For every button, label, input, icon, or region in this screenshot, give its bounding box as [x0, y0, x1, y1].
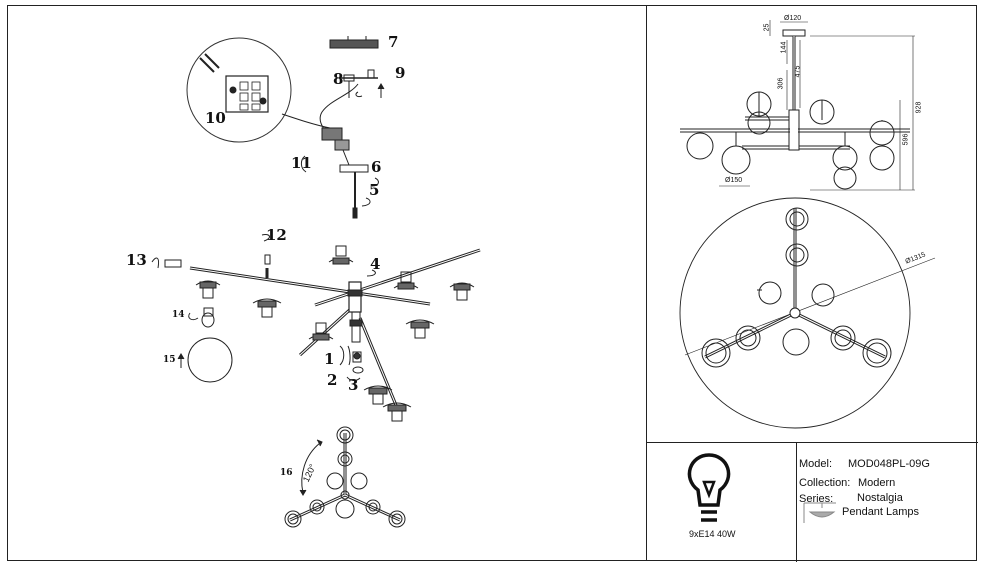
dim-canopy-diameter: Ø120: [784, 15, 802, 22]
callout-15: 15: [163, 355, 176, 365]
category-value: Pendant Lamps: [842, 506, 920, 518]
collection-label: Collection:: [799, 477, 851, 489]
dim-total-height: 928: [915, 101, 923, 114]
callout-6: 6: [371, 158, 382, 176]
model-value: MOD048PL-09G: [848, 458, 930, 470]
series-label: Series:: [799, 493, 834, 505]
exploded-assembly: [151, 36, 481, 422]
collection-value: Modern: [858, 477, 896, 489]
pendant-lamp-icon: [803, 502, 836, 523]
bulb-icon: [687, 453, 731, 522]
callout-8: 8: [333, 70, 344, 88]
dim-body-height: 596: [902, 133, 910, 146]
dim-rod-low: 306: [777, 77, 785, 90]
model-label: Model:: [799, 458, 833, 470]
callout-9: 9: [395, 64, 406, 82]
callout-4: 4: [370, 255, 381, 273]
dim-rod-mid: 475: [794, 65, 802, 78]
callout-13: 13: [126, 251, 147, 269]
rotation-top-view: [284, 426, 406, 528]
drawing-sheet: [7, 5, 978, 562]
callout-14: 14: [172, 310, 185, 320]
dim-canopy-height: 25: [763, 23, 771, 32]
info-divider: [796, 442, 798, 562]
callout-11: 11: [291, 154, 312, 172]
side-view: [680, 20, 915, 191]
bulb-spec: 9xE14 40W: [689, 529, 736, 539]
callout-7: 7: [388, 33, 399, 51]
series-value: Nostalgia: [857, 492, 903, 504]
callout-16: 16: [280, 468, 293, 478]
dim-globe-diameter: Ø150: [725, 177, 743, 184]
plan-view: [679, 197, 936, 429]
callout-2: 2: [327, 371, 338, 389]
panel-divider-horizontal: [646, 442, 978, 444]
callout-3: 3: [348, 376, 359, 394]
callout-12: 12: [266, 226, 287, 244]
callout-5: 5: [369, 181, 380, 199]
callout-1: 1: [324, 350, 335, 368]
panel-divider-vertical: [646, 6, 648, 560]
dim-rod-top: 144: [780, 41, 788, 54]
callout-10: 10: [205, 109, 226, 127]
